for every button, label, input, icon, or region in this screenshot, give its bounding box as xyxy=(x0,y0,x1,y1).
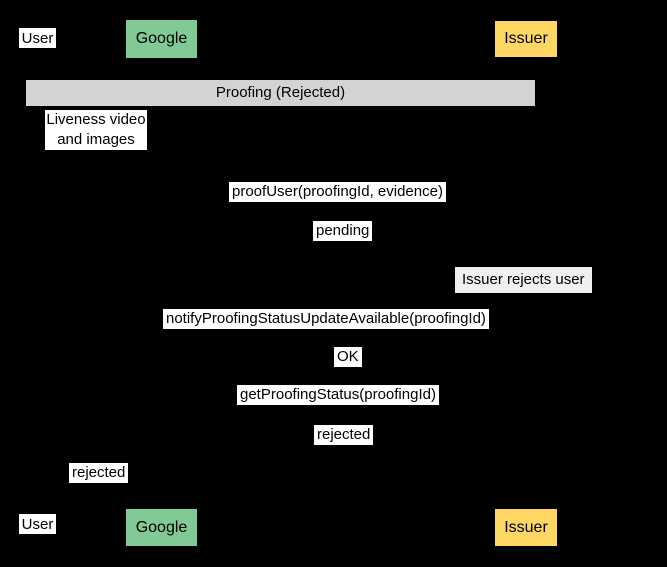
message-get-proofing-status: getProofingStatus(proofingId) xyxy=(237,385,439,405)
actor-google-top: Google xyxy=(126,20,197,58)
actor-user-bottom: User xyxy=(19,514,56,534)
note-issuer-rejects-user: Issuer rejects user xyxy=(455,267,592,293)
message-liveness-line1: Liveness video xyxy=(46,111,146,128)
message-pending: pending xyxy=(313,221,373,241)
message-liveness-video-and-images: Liveness video and images xyxy=(45,110,147,150)
message-notify-proofing-status-update-available: notifyProofingStatusUpdateAvailable(proo… xyxy=(163,309,489,329)
actor-google-bottom: Google xyxy=(126,509,197,546)
message-proof-user: proofUser(proofingId, evidence) xyxy=(229,182,446,202)
message-rejected-to-google: rejected xyxy=(314,425,374,445)
actor-issuer-bottom: Issuer xyxy=(495,509,557,546)
actor-issuer-top: Issuer xyxy=(495,21,557,57)
section-band-proofing-rejected: Proofing (Rejected) xyxy=(26,80,535,106)
message-liveness-line2: and images xyxy=(57,131,135,148)
message-ok: OK xyxy=(334,347,362,367)
actor-user-top: User xyxy=(19,28,56,48)
message-rejected-to-user: rejected xyxy=(69,463,129,483)
